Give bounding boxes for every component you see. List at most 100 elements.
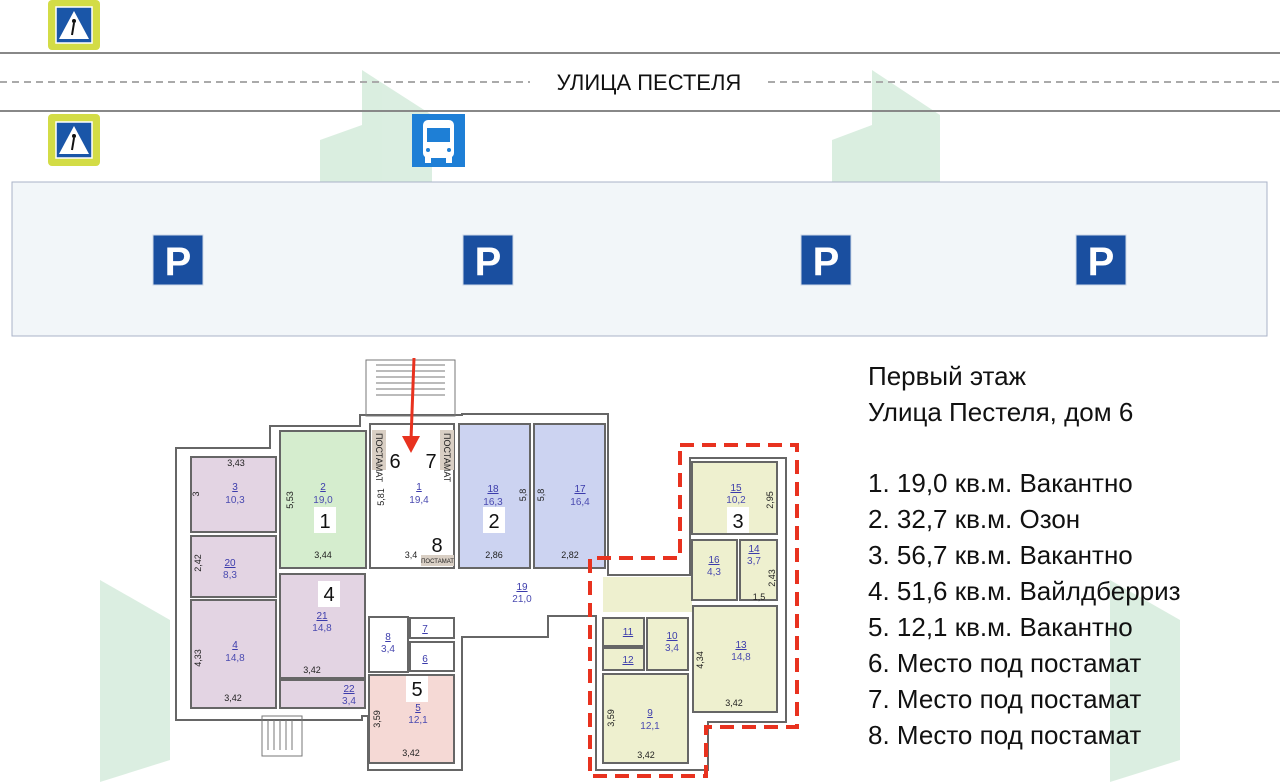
parking-icon: P [800,234,852,286]
dimension: 3,42 [725,698,743,708]
legend-item: 4. 51,6 кв.м. Вайлдберриз [868,576,1181,606]
dimension: 3 [191,491,201,496]
dimension: 5,81 [376,488,386,506]
entrance-stairs [365,359,456,417]
legend-address: Улица Пестеля, дом 6 [868,397,1134,427]
street-road: УЛИЦА ПЕСТЕЛЯ [0,52,1280,112]
dimension: 5,53 [285,491,295,509]
room-20[interactable] [190,535,277,598]
room-number: 5 [415,703,421,714]
room-number: 7 [422,624,428,635]
dimension: 3,42 [303,665,321,675]
svg-text:3: 3 [732,511,743,533]
legend-item: 3. 56,7 кв.м. Вакантно [868,540,1133,570]
room-area: 8,3 [223,570,237,581]
room-area: 3,4 [342,696,356,707]
room-17[interactable] [533,423,606,569]
svg-text:1: 1 [319,511,330,533]
room-9[interactable] [602,673,689,764]
room-number: 17 [574,484,586,495]
dimension: 3,42 [402,748,420,758]
room-13[interactable] [692,605,778,713]
room-area: 16,3 [483,497,503,508]
room-18[interactable] [458,423,531,569]
postamat-8[interactable]: ПОСТАМАТ [421,555,454,566]
room-number: 18 [487,484,499,495]
dimension: 5,8 [518,489,528,502]
room-2[interactable] [279,430,367,569]
svg-text:4: 4 [323,584,334,606]
dimension: 2,82 [561,550,579,560]
room-number: 13 [735,640,747,651]
room-number: 12 [622,655,634,666]
zone-label-5: 5 [406,676,428,702]
back-stairs [261,715,303,757]
room-12[interactable] [602,647,645,671]
dimension: 3,42 [224,693,242,703]
room-area: 10,3 [225,495,245,506]
legend-item: 2. 32,7 кв.м. Озон [868,504,1081,534]
room-number: 22 [343,684,355,695]
room-area: 19,4 [409,495,429,506]
room-number: 14 [748,544,760,555]
parking-icon: P [1075,234,1127,286]
zone-label-8: 8 [431,535,442,557]
dimension: 2,43 [767,569,777,587]
room-number: 9 [647,708,653,719]
bus-stop-icon [412,114,465,167]
svg-text:P: P [475,240,502,284]
legend-title: Первый этаж [868,361,1027,391]
room-number: 16 [708,555,720,566]
room-area: 3,4 [665,643,679,654]
street-name: УЛИЦА ПЕСТЕЛЯ [557,70,742,95]
parking-icon: P [152,234,204,286]
room-number: 11 [623,627,634,638]
dimension: 4,34 [695,651,705,669]
dimension: 3,44 [314,550,332,560]
postamat-7[interactable]: ПОСТАМАТ [440,430,454,483]
room-19-corridor[interactable] [370,574,600,610]
room-area: 14,8 [312,623,332,634]
legend-item: 1. 19,0 кв.м. Вакантно [868,468,1133,498]
room-7[interactable] [409,617,455,639]
dimension: 3,59 [372,710,382,728]
dimension: 4,33 [193,649,203,667]
dimension: 3,59 [606,709,616,727]
room-number: 3 [232,482,238,493]
room-8[interactable] [368,616,409,673]
dimension: 1,5 [753,592,766,602]
room-number: 6 [422,654,428,665]
floor-plan: ПОСТАМАТ ПОСТАМАТ ПОСТАМАТ 1 2 3 4 5 6 7… [175,357,799,778]
zone-label-1: 1 [314,507,336,533]
room-14[interactable] [739,539,778,601]
pedestrian-crossing-icon [48,114,100,166]
room-22[interactable] [279,679,366,709]
postamat-6[interactable]: ПОСТАМАТ [372,430,386,483]
zone-label-4: 4 [318,581,340,607]
room-16[interactable] [691,539,738,601]
svg-text:ПОСТАМАТ: ПОСТАМАТ [374,433,384,483]
room-6[interactable] [409,641,455,672]
dimension: 3,4 [405,550,418,560]
svg-text:P: P [165,240,192,284]
svg-text:ПОСТАМАТ: ПОСТАМАТ [421,559,454,565]
pedestrian-crossing-icon [48,0,100,50]
room-10[interactable] [646,617,689,671]
room-number: 15 [730,483,742,494]
dimension: 3,42 [637,750,655,760]
zone-label-2: 2 [483,507,505,533]
room-area: 12,1 [408,715,428,726]
legend-item: 8. Место под постамат [868,720,1142,750]
room-area: 21,0 [512,594,532,605]
room-3[interactable] [190,456,277,533]
room-area: 4,3 [707,567,721,578]
room-4[interactable] [190,599,277,709]
room-number: 4 [232,640,238,651]
svg-text:5: 5 [411,679,422,701]
dimension: 3,43 [227,458,245,468]
room-number: 19 [516,582,528,593]
room-11[interactable] [602,617,645,647]
dimension: 2,42 [193,554,203,572]
svg-text:2: 2 [488,511,499,533]
